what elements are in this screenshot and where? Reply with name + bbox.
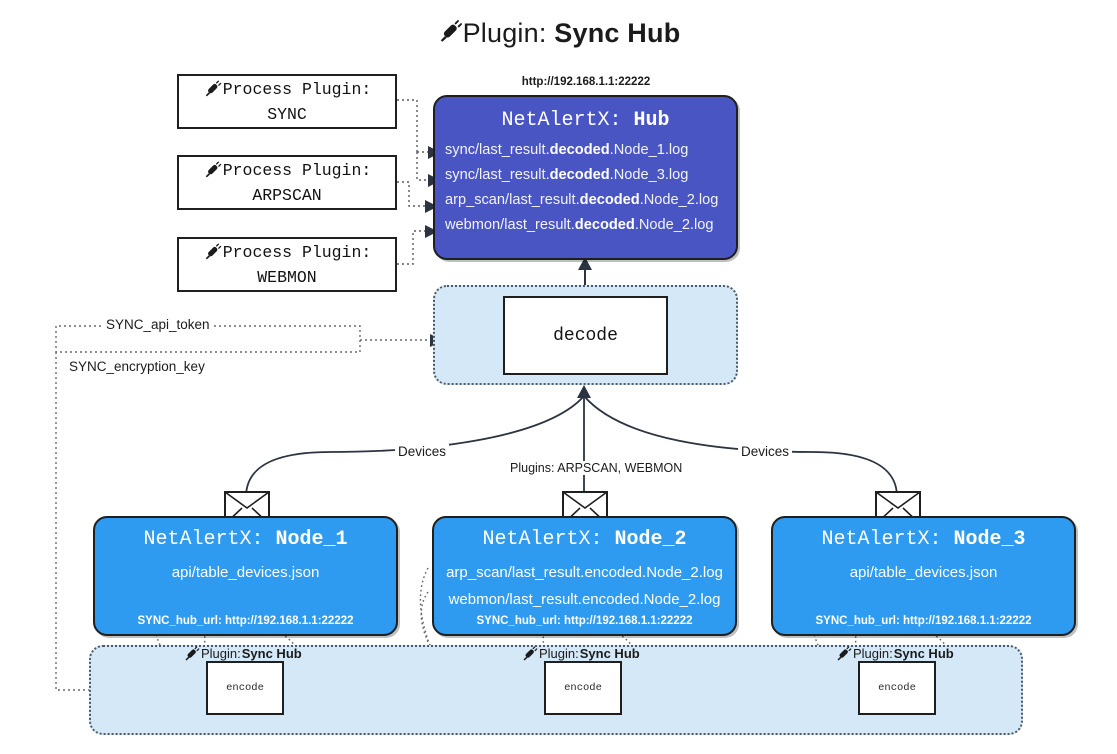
setting-api-token-label: SYNC_api_token (103, 317, 213, 332)
page-title-prefix: Plugin: (462, 18, 555, 48)
process-plugin-name: WEBMON (257, 267, 317, 287)
edge-label-plugins-center: Plugins: ARPSCAN, WEBMON (507, 461, 686, 475)
encode-box-3[interactable]: encode (858, 661, 936, 715)
node-hub-url: SYNC_hub_url: http://192.168.1.1:22222 (815, 615, 1032, 627)
node-card-node-2[interactable]: NetAlertX: Node_2 arp_scan/last_result.e… (432, 516, 737, 636)
node-title: NetAlertX: Node_3 (821, 528, 1026, 551)
page-title: Plugin: Sync Hub (0, 16, 1117, 49)
hub-title-prefix: NetAlertX: (501, 109, 634, 132)
hub-log-item: sync/last_result.decoded.Node_1.log (445, 142, 689, 158)
edge-label-devices-right: Devices (738, 444, 793, 459)
edge-label-devices-left: Devices (395, 444, 450, 459)
plug-icon (183, 645, 200, 662)
hub-title-name: Hub (633, 109, 670, 132)
process-plugin-label: Process Plugin: (222, 79, 372, 99)
decode-box[interactable]: decode (503, 296, 668, 375)
setting-encryption-key-label: SYNC_encryption_key (66, 359, 208, 374)
node-line: api/table_devices.json (849, 564, 998, 581)
plug-icon (203, 77, 222, 102)
process-plugin-sync[interactable]: Process Plugin: SYNC (177, 74, 397, 129)
hub-log-item: sync/last_result.decoded.Node_3.log (445, 167, 689, 183)
plug-icon (521, 645, 538, 662)
hub-url-label: http://192.168.1.1:22222 (521, 76, 651, 88)
process-plugin-label: Process Plugin: (222, 242, 372, 262)
hub-log-item: arp_scan/last_result.decoded.Node_2.log (445, 192, 719, 208)
hub-log-list: sync/last_result.decoded.Node_1.log sync… (435, 138, 736, 238)
hub-log-item: webmon/last_result.decoded.Node_2.log (445, 217, 714, 233)
hub-card[interactable]: NetAlertX: Hub sync/last_result.decoded.… (433, 95, 738, 260)
encode-box-2[interactable]: encode (544, 661, 622, 715)
process-plugin-name: ARPSCAN (252, 185, 322, 205)
node-hub-url: SYNC_hub_url: http://192.168.1.1:22222 (476, 615, 693, 627)
hub-title: NetAlertX: Hub (435, 109, 736, 132)
plug-icon (203, 158, 222, 183)
node-line: webmon/last_result.encoded.Node_2.log (448, 591, 721, 608)
encode-box-1[interactable]: encode (206, 661, 284, 715)
process-plugin-arpscan[interactable]: Process Plugin: ARPSCAN (177, 155, 397, 210)
process-plugin-label: Process Plugin: (222, 160, 372, 180)
encoder-label-3: Plugin: Sync Hub (835, 645, 954, 662)
node-lines: arp_scan/last_result.encoded.Node_2.log … (434, 559, 735, 613)
process-plugin-name: SYNC (267, 104, 307, 124)
node-title: NetAlertX: Node_1 (143, 528, 348, 551)
plug-icon (203, 240, 222, 265)
plug-icon (835, 645, 852, 662)
node-card-node-1[interactable]: NetAlertX: Node_1 api/table_devices.json… (93, 516, 398, 636)
encoder-label-1: Plugin: Sync Hub (183, 645, 302, 662)
node-line: api/table_devices.json (171, 564, 320, 581)
process-plugin-webmon[interactable]: Process Plugin: WEBMON (177, 237, 397, 292)
node-hub-url: SYNC_hub_url: http://192.168.1.1:22222 (137, 615, 354, 627)
node-title: NetAlertX: Node_2 (482, 528, 687, 551)
node-lines: api/table_devices.json (773, 559, 1074, 586)
encoder-label-2: Plugin: Sync Hub (521, 645, 640, 662)
node-line: arp_scan/last_result.encoded.Node_2.log (446, 564, 723, 581)
node-lines: api/table_devices.json (95, 559, 396, 586)
page-title-name: Sync Hub (554, 18, 681, 48)
node-card-node-3[interactable]: NetAlertX: Node_3 api/table_devices.json… (771, 516, 1076, 636)
plug-icon (437, 18, 463, 51)
